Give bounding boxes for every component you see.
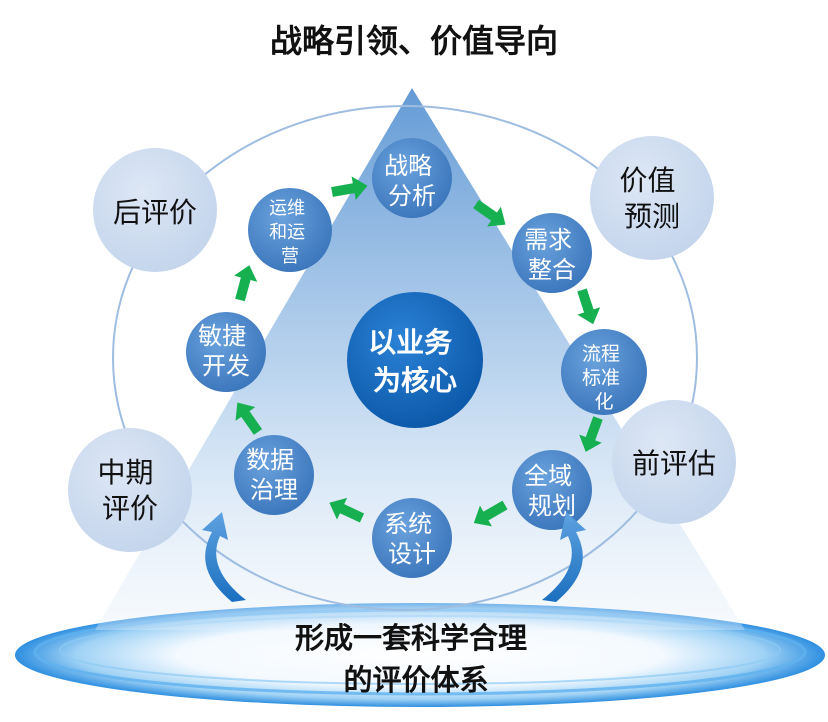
node-process-standardization: 流程 标准 化 <box>561 329 647 415</box>
node-system-design: 系统 设计 <box>372 498 452 578</box>
diagram-title: 战略引领、价值导向 <box>270 22 558 60</box>
center-core: 以业务 为核心 <box>347 292 483 428</box>
eval-mid: 中期 评价 <box>68 428 192 552</box>
node-agile-development: 敏捷 开发 <box>186 312 266 392</box>
curve-arrow-left <box>202 512 246 602</box>
eval-post-label: 后评价 <box>113 196 197 229</box>
node-system-design-label: 系统 设计 <box>384 510 440 568</box>
node-requirement-integration-label: 需求 整合 <box>524 226 580 284</box>
arrow-requirement-to-process <box>577 288 601 325</box>
arrow-process-to-planning <box>579 416 603 452</box>
eval-post: 后评价 <box>93 148 217 272</box>
eval-pre-label: 前评估 <box>632 447 716 480</box>
node-agile-development-label: 敏捷 开发 <box>198 322 254 380</box>
arrow-ops-to-strategy <box>331 176 368 200</box>
node-requirement-integration: 需求 整合 <box>512 213 592 293</box>
eval-mid-label: 中期 评价 <box>98 456 163 525</box>
footer-label: 形成一套科学合理 的评价体系 <box>295 621 537 697</box>
cycle-arrows <box>234 176 603 527</box>
center-core-label: 以业务 为核心 <box>368 326 462 397</box>
eval-value-prediction: 价值 预测 <box>590 136 714 260</box>
eval-pre: 前评估 <box>612 400 736 524</box>
node-strategy-analysis: 战略 分析 <box>372 138 452 218</box>
arrow-design-to-data <box>329 497 365 523</box>
node-data-governance-label: 数据 治理 <box>246 446 302 504</box>
eval-value-prediction-label: 价值 预测 <box>620 164 685 233</box>
node-global-planning: 全域 规划 <box>512 450 592 530</box>
node-operations-label: 运维 和运 营 <box>269 198 311 267</box>
arrow-planning-to-design <box>473 500 508 527</box>
arrow-data-to-agile <box>235 402 263 435</box>
arrow-strategy-to-requirement <box>473 199 506 227</box>
node-process-standardization-label: 流程 标准 化 <box>582 343 626 413</box>
node-strategy-analysis-label: 战略 分析 <box>384 152 440 210</box>
arrow-agile-to-ops <box>234 265 258 302</box>
outer-ring <box>112 105 698 611</box>
node-data-governance: 数据 治理 <box>234 435 314 515</box>
node-operations: 运维 和运 营 <box>248 188 332 272</box>
curve-arrow-right <box>542 512 586 602</box>
